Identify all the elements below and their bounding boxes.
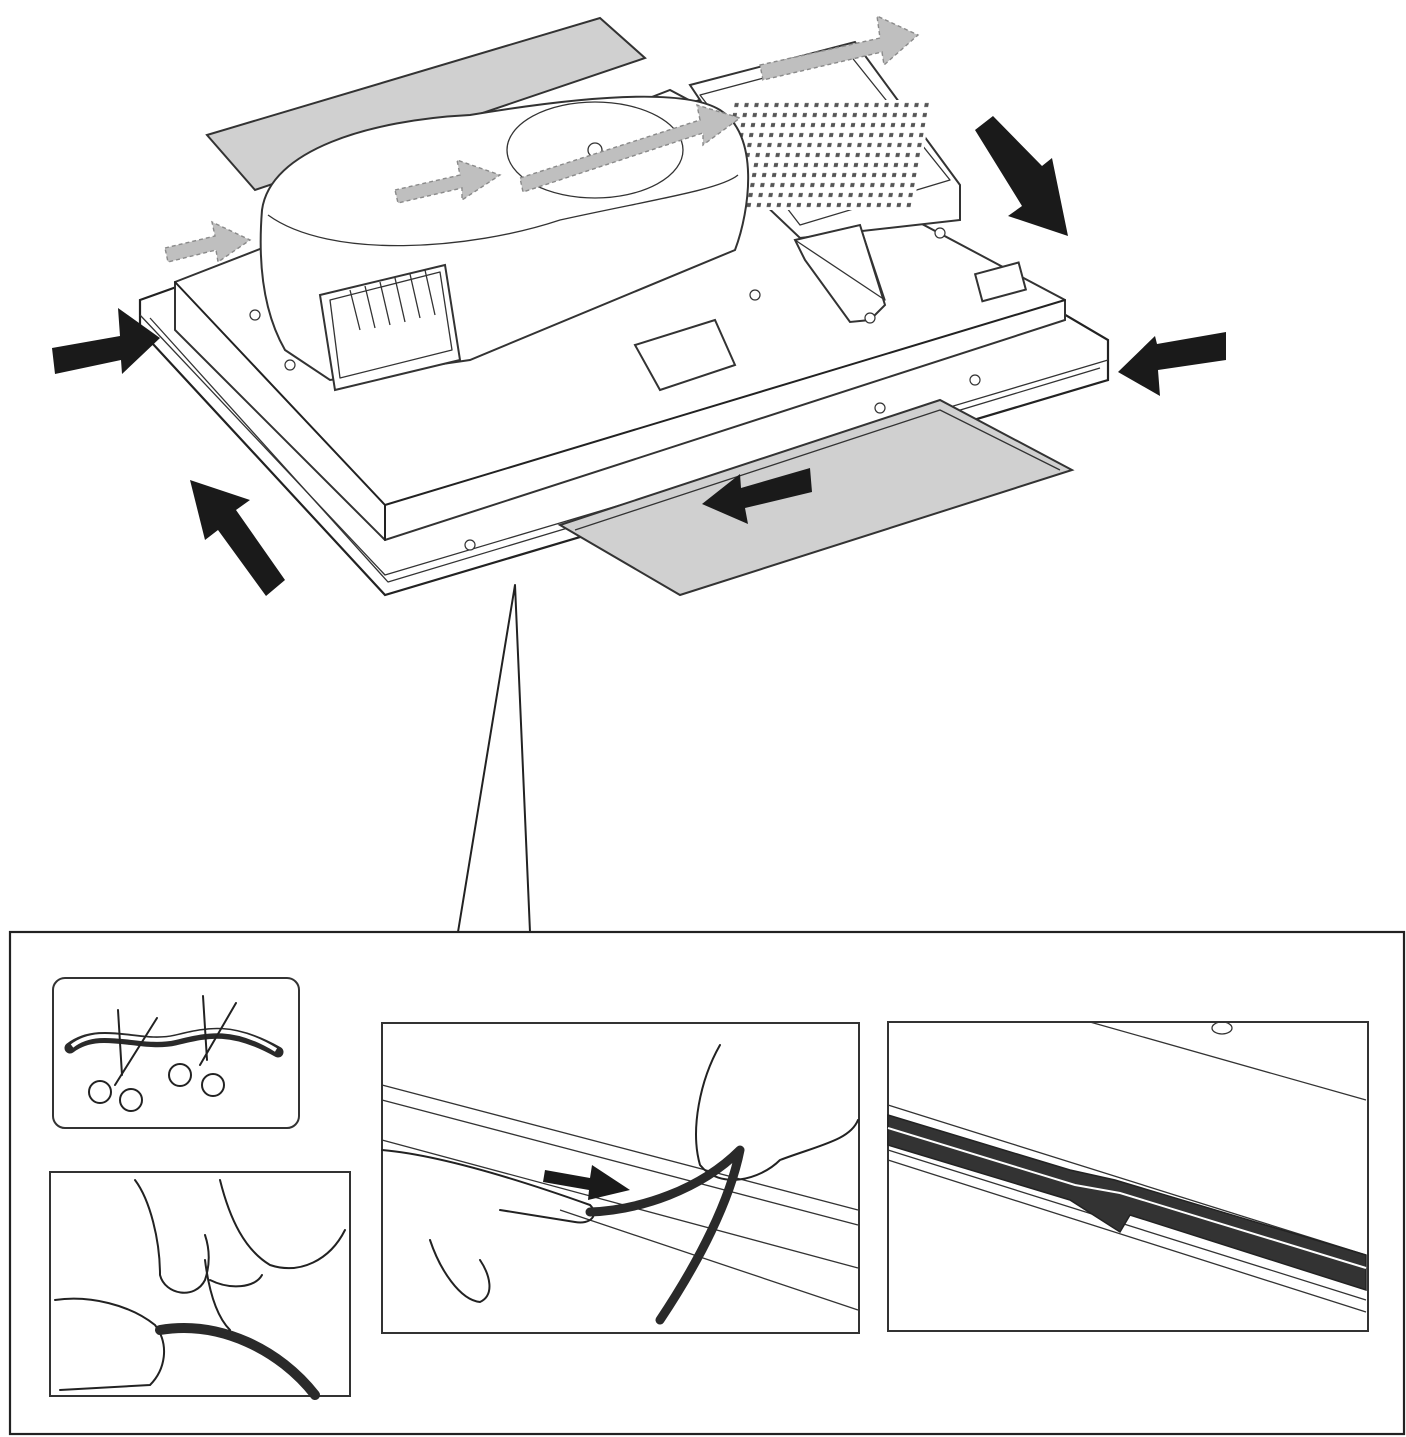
scissors-icon-2 bbox=[168, 995, 237, 1097]
screws bbox=[249, 227, 981, 551]
airflow-arrow-3 bbox=[519, 103, 742, 193]
arrow-left-in bbox=[52, 308, 160, 374]
seal-loop bbox=[585, 1145, 745, 1325]
direction-arrows bbox=[52, 116, 1226, 596]
thumb bbox=[54, 1297, 166, 1391]
panel-insert-seal bbox=[381, 1022, 860, 1334]
fan-cover bbox=[506, 101, 684, 199]
seal-strip-installed bbox=[887, 1113, 1367, 1292]
panel-cut-seal bbox=[52, 977, 300, 1129]
outlet-fins bbox=[349, 269, 436, 331]
scissors-icon bbox=[88, 1009, 158, 1112]
airflow-arrow-2 bbox=[394, 158, 502, 204]
connector-box bbox=[633, 318, 737, 392]
arrow-right-in bbox=[1118, 332, 1226, 396]
airflow-arrows bbox=[164, 14, 920, 264]
arrow-slide bbox=[543, 1165, 630, 1200]
arrow-up-left bbox=[190, 480, 285, 596]
pointing-hand bbox=[381, 1149, 595, 1224]
finger-1 bbox=[134, 1179, 210, 1294]
arrow-filter-out bbox=[702, 468, 812, 524]
air-outlet bbox=[318, 263, 462, 392]
finger-2 bbox=[219, 1179, 346, 1270]
airflow-arrow-1 bbox=[164, 220, 252, 264]
panel-pull-seal bbox=[49, 1171, 351, 1400]
hood-assembly bbox=[52, 14, 1226, 597]
arrow-down-right bbox=[975, 116, 1068, 236]
top-filter-panel bbox=[205, 16, 647, 192]
callout-lines bbox=[457, 584, 531, 933]
bottom-filter-panel bbox=[557, 398, 1075, 597]
airflow-arrow-4 bbox=[759, 14, 920, 81]
seal-coil bbox=[155, 1323, 320, 1400]
terminal bbox=[973, 261, 1028, 303]
panel-installed-seal bbox=[887, 1021, 1369, 1332]
grille-holes bbox=[712, 100, 933, 210]
